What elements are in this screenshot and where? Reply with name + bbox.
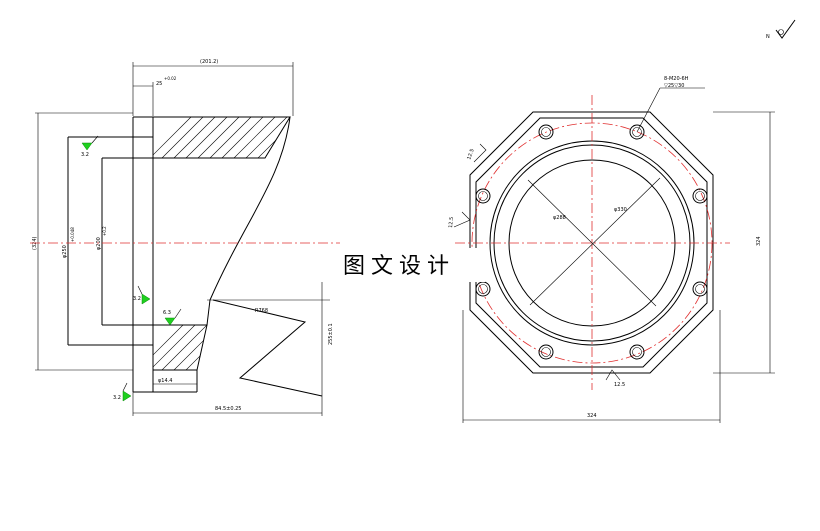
bolt-hole <box>692 281 708 297</box>
dim-bolt-dia: φ330 <box>614 207 627 213</box>
surface-finish-mark: N <box>766 19 796 40</box>
dim-total-length: (201.2) <box>200 59 218 65</box>
dim-inner-bore: φ250 <box>62 245 68 258</box>
dim-inner-bore-tol: +0.048 <box>70 227 75 242</box>
dim-top-flange: 25 <box>156 81 162 87</box>
watermark-text: 图文设计 <box>343 254 455 279</box>
hatch-bottom <box>153 325 207 370</box>
roughness-symbol-b: 3.2 <box>133 285 151 305</box>
left-section-view: (201.2) 25 +0.02 <box>30 59 340 416</box>
roughness-symbol-d: 3.2 <box>113 382 132 402</box>
dim-shaft-tol: +0.2 <box>102 226 107 236</box>
bolt-hole <box>538 344 554 360</box>
bolt-hole <box>475 188 491 204</box>
dim-width: 324 <box>587 413 597 419</box>
hatch-top <box>153 117 290 158</box>
dim-offset: 84.5±0.25 <box>215 406 241 412</box>
finish-letter: N <box>766 34 770 40</box>
svg-text:6.3: 6.3 <box>163 310 171 316</box>
hole-callout-depth: ▽25▽30 <box>664 83 684 89</box>
chamfer-mark-3: 12.5 <box>605 369 625 388</box>
dim-inner-dia: φ288 <box>553 215 566 221</box>
dim-height: 324 <box>756 236 762 246</box>
roughness-symbol-c: 6.3 <box>163 308 182 326</box>
bolt-hole <box>629 344 645 360</box>
hole-callout-thread: 8-M20-6H <box>664 76 689 82</box>
inner-octagon <box>475 117 708 368</box>
svg-text:12.5: 12.5 <box>466 148 475 161</box>
svg-text:3.2: 3.2 <box>81 152 89 158</box>
svg-text:3.2: 3.2 <box>113 395 121 401</box>
break-line <box>212 299 323 397</box>
svg-text:3.2: 3.2 <box>133 296 141 302</box>
watermark-bg <box>335 248 485 282</box>
svg-text:12.5: 12.5 <box>614 382 625 388</box>
dim-top-flange-tol: +0.02 <box>164 76 177 81</box>
bolt-hole <box>629 124 645 140</box>
chamfer-mark-2: 12.5 <box>448 211 471 229</box>
right-front-view: φ288 φ330 8-M20-6H ▽25▽30 324 324 <box>448 76 775 423</box>
bolt-holes <box>475 124 708 360</box>
dim-radius: R768 <box>255 308 268 314</box>
bolt-hole <box>538 124 554 140</box>
roughness-symbol-a: 3.2 <box>81 135 99 158</box>
chamfer-mark-1: 12.5 <box>466 143 487 163</box>
svg-text:12.5: 12.5 <box>448 217 455 229</box>
dim-right-height: 255±0.1 <box>328 323 334 345</box>
dim-shaft: φ200 <box>96 237 102 250</box>
bolt-hole <box>692 188 708 204</box>
dim-bottom-flange: φ14.4 <box>158 378 172 384</box>
